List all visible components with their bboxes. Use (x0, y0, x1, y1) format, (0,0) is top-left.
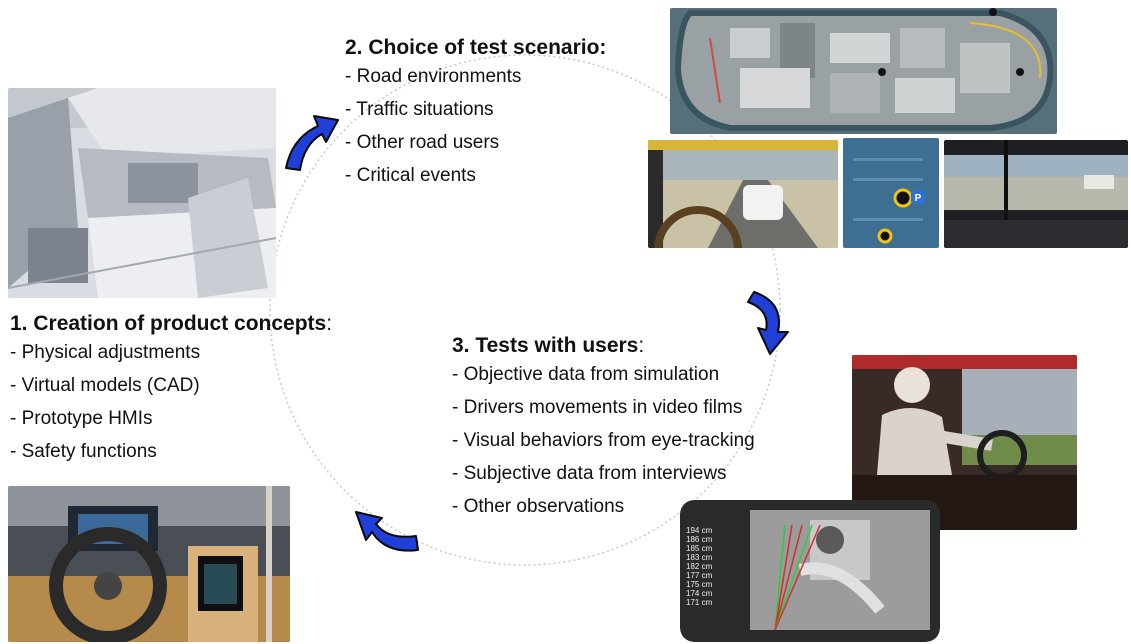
curved-arrow-icon (355, 511, 419, 552)
cad-cab-model-image (8, 88, 276, 298)
parking-map-image: P (843, 138, 939, 248)
step-3-block: 3. Tests with users: Objective data from… (452, 334, 755, 523)
step-number: 1. (10, 312, 28, 335)
step-1-title: 1. Creation of product concepts: (10, 312, 332, 336)
list-item: Virtual models (CAD) (10, 369, 332, 402)
list-item: Visual behaviors from eye-tracking (452, 424, 755, 457)
list-item: Other observations (452, 490, 755, 523)
eye-tracking-label: 186 cm (686, 535, 713, 544)
simulator-cabin-image (944, 140, 1128, 248)
list-item: Safety functions (10, 435, 332, 468)
simulator-road-view-image (648, 140, 838, 248)
eye-tracking-label: 177 cm (686, 571, 713, 580)
step-title-colon: : (638, 334, 645, 357)
step-3-list: Objective data from simulation Drivers m… (452, 358, 755, 523)
parking-label: P (915, 193, 922, 204)
step-title-text: Creation of product concepts (33, 312, 327, 335)
step-1-list: Physical adjustments Virtual models (CAD… (10, 336, 332, 468)
list-item: Physical adjustments (10, 336, 332, 369)
list-item: Objective data from simulation (452, 358, 755, 391)
curved-arrow-icon (747, 291, 789, 355)
eye-tracking-label: 174 cm (686, 589, 713, 598)
list-item: Road environments (345, 60, 606, 93)
eye-tracking-label: 183 cm (686, 553, 713, 562)
road-map-image (670, 8, 1057, 134)
eye-tracking-label: 182 cm (686, 562, 713, 571)
step-2-title: 2. Choice of test scenario: (345, 36, 606, 60)
eye-tracking-label: 194 cm (686, 526, 713, 535)
step-1-block: 1. Creation of product concepts: Physica… (10, 312, 332, 468)
eye-tracking-label: 171 cm (686, 598, 713, 607)
step-2-block: 2. Choice of test scenario: Road environ… (345, 36, 606, 192)
step-title-text: Tests with users (475, 334, 639, 357)
eye-tracking-label: 175 cm (686, 580, 713, 589)
eye-tracking-image: 194 cm 186 cm 185 cm 183 cm 182 cm 177 c… (680, 500, 940, 642)
step-number: 2. (345, 36, 363, 59)
list-item: Critical events (345, 159, 606, 192)
list-item: Prototype HMIs (10, 402, 332, 435)
list-item: Drivers movements in video films (452, 391, 755, 424)
step-title-colon: : (326, 312, 333, 335)
step-3-title: 3. Tests with users: (452, 334, 755, 358)
curved-arrow-icon (285, 115, 339, 171)
list-item: Traffic situations (345, 93, 606, 126)
dashboard-prototype-image (8, 486, 290, 642)
step-2-list: Road environments Traffic situations Oth… (345, 60, 606, 192)
eye-tracking-label: 185 cm (686, 544, 713, 553)
list-item: Subjective data from interviews (452, 457, 755, 490)
step-number: 3. (452, 334, 470, 357)
list-item: Other road users (345, 126, 606, 159)
eye-tracking-legend: 194 cm 186 cm 185 cm 183 cm 182 cm 177 c… (686, 526, 712, 607)
step-title-text: Choice of test scenario: (368, 36, 607, 59)
